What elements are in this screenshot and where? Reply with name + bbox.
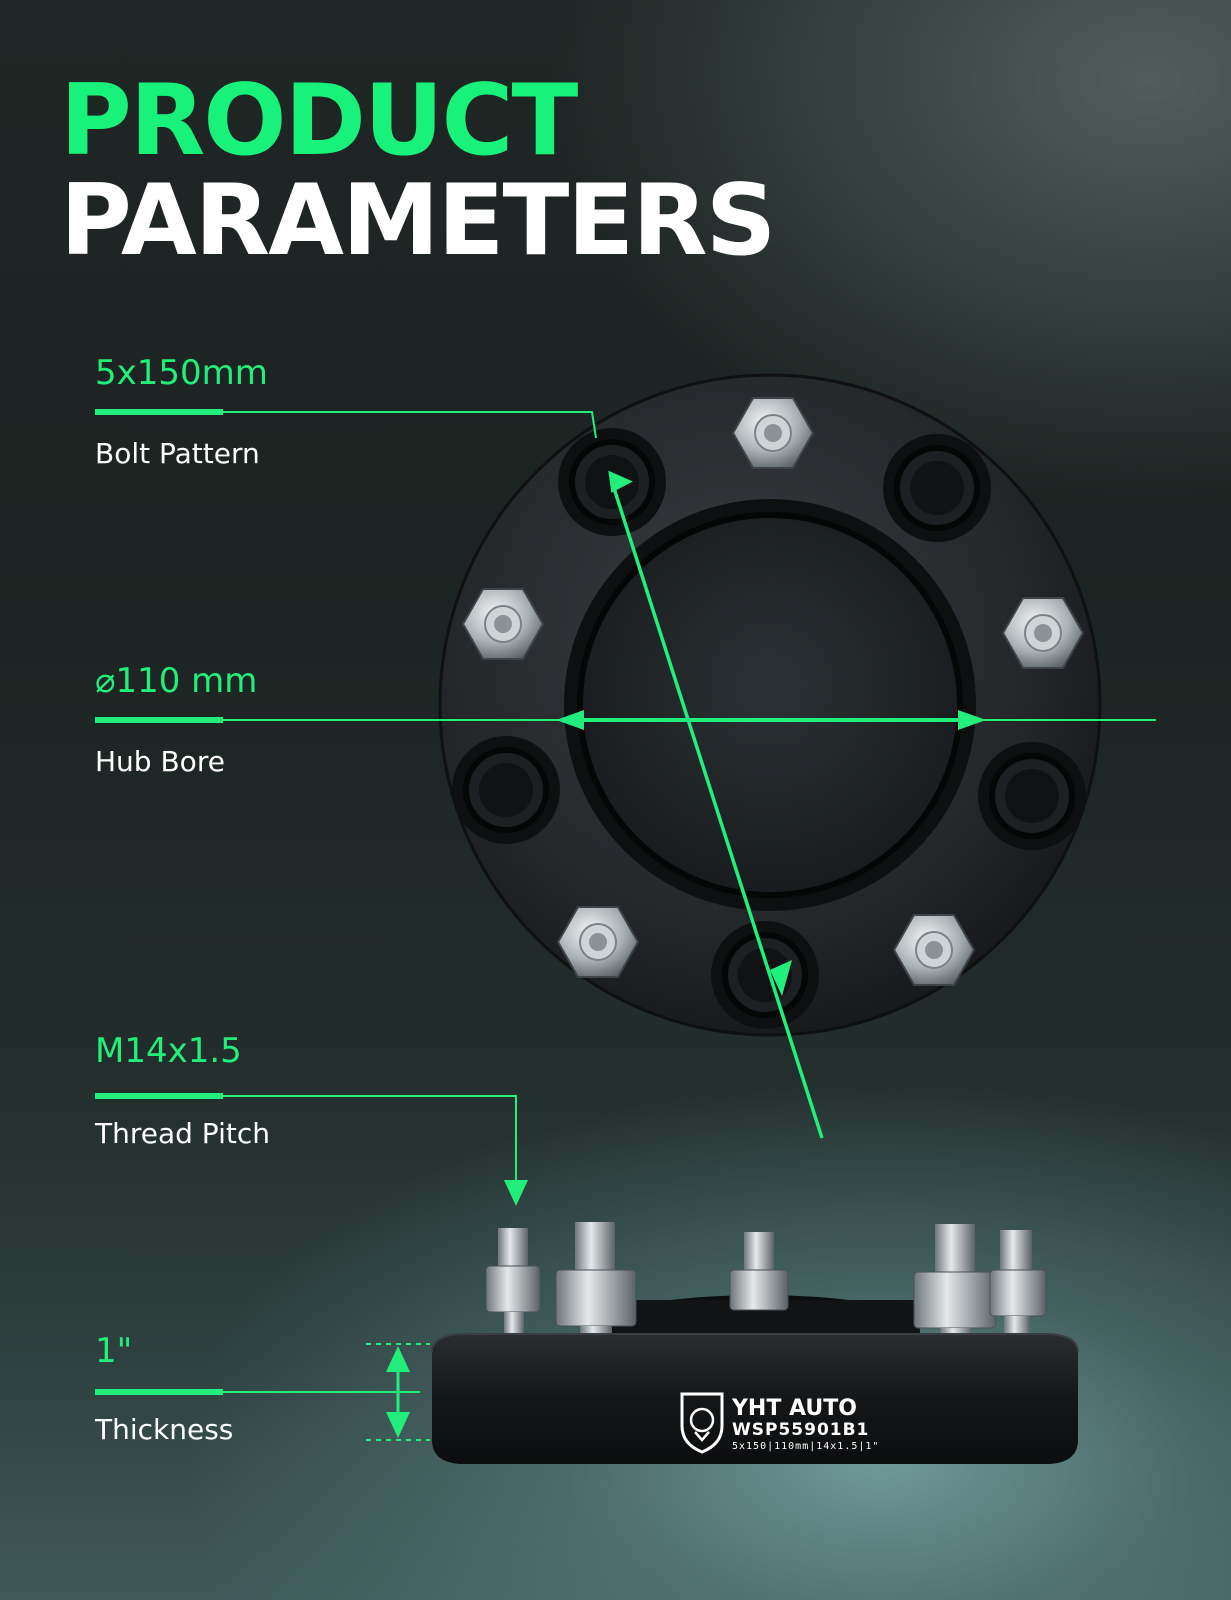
- model-number: WSP55901B1: [732, 1420, 870, 1440]
- lug-nuts: [461, 397, 1085, 986]
- hub-bore-value: ⌀110 mm: [95, 661, 258, 701]
- thickness-label: Thickness: [95, 1413, 234, 1446]
- spec-line: 5x150|110mm|14x1.5|1": [732, 1441, 880, 1452]
- thread-pitch-bar: [95, 1093, 223, 1099]
- bolt-pattern-value: 5x150mm: [95, 353, 268, 393]
- spacer-top-view: [438, 373, 1102, 1037]
- bolt-pattern-label: Bolt Pattern: [95, 437, 260, 470]
- thread-pitch-label: Thread Pitch: [95, 1117, 270, 1150]
- thickness-bar: [95, 1389, 223, 1395]
- brand-name: YHT AUTO: [732, 1396, 857, 1421]
- title-product: PRODUCT: [60, 64, 578, 178]
- thickness-value: 1": [95, 1331, 133, 1371]
- hub-bore-label: Hub Bore: [95, 745, 225, 778]
- hub-bore-bar: [95, 717, 223, 723]
- brand-logo: [680, 1392, 724, 1454]
- title-parameters: PARAMETERS: [60, 164, 776, 278]
- spacer-side-view: [431, 1222, 1079, 1464]
- thread-pitch-value: M14x1.5: [95, 1031, 242, 1071]
- bolt-pattern-bar: [95, 409, 223, 415]
- dimension-lines: [222, 411, 1156, 1441]
